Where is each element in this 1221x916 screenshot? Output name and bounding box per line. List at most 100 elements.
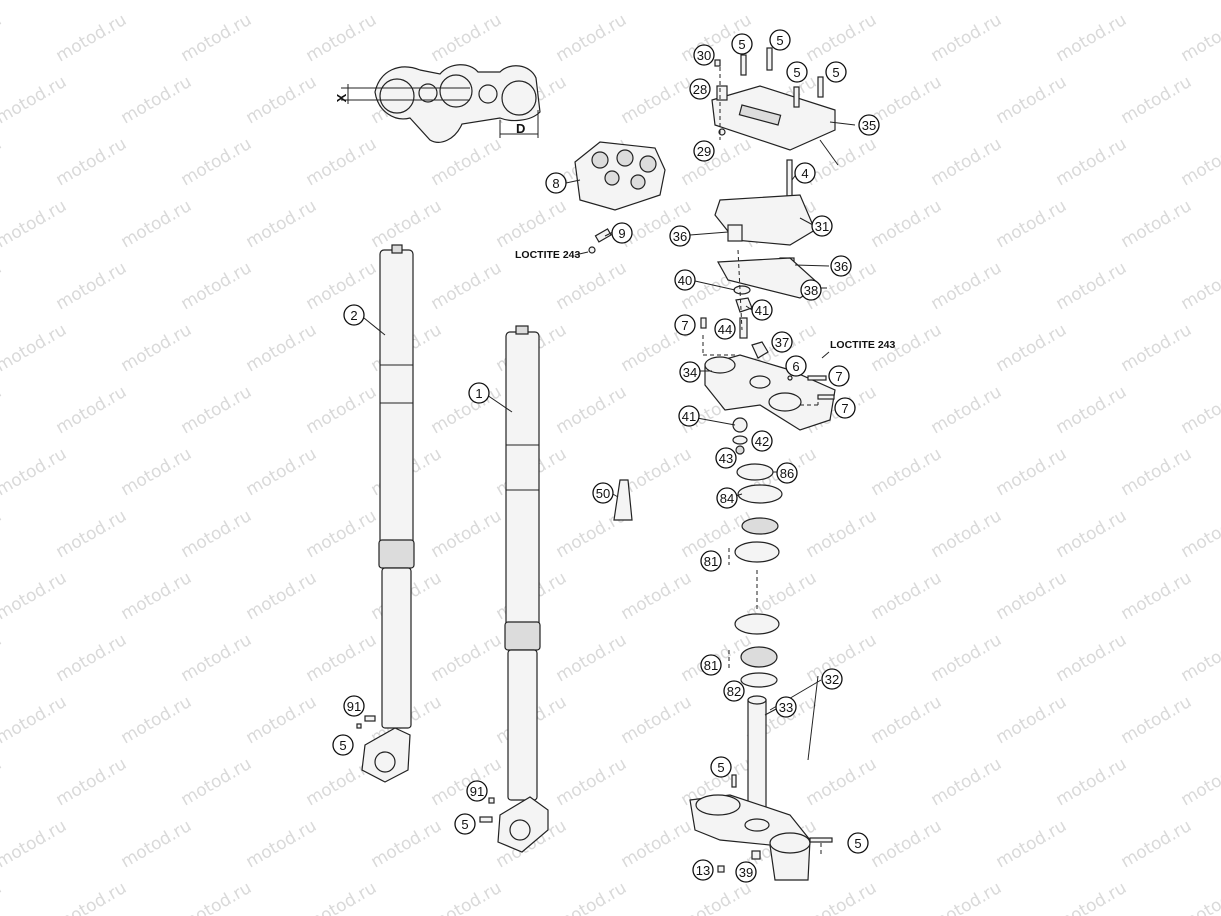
watermark-text: motod.ru <box>1053 134 1131 190</box>
watermark-text: motod.ru <box>1053 630 1131 686</box>
callout-circle <box>674 269 696 291</box>
watermark-text: motod.ru <box>993 0 1071 4</box>
callout-circle <box>674 314 696 336</box>
callout-7c: 7 <box>834 397 856 419</box>
callout-circle <box>714 318 736 340</box>
watermark-text: motod.ru <box>243 816 321 872</box>
watermark-text: motod.ru <box>1118 568 1196 624</box>
watermark-text: motod.ru <box>553 754 631 810</box>
watermark-text: motod.ru <box>243 196 321 252</box>
watermark-text: motod.ru <box>118 692 196 748</box>
lower-triple-clamp <box>689 695 811 881</box>
callout-number: 50 <box>596 486 610 501</box>
callout-43: 43 <box>715 447 737 469</box>
callout-circle <box>811 215 833 237</box>
callout-number: 2 <box>350 308 357 323</box>
callout-5h: 5 <box>454 813 476 835</box>
watermark-text: motod.ru <box>803 506 881 562</box>
callout-number: 41 <box>755 303 769 318</box>
watermark-text: motod.ru <box>0 754 5 810</box>
callout-42: 42 <box>751 430 773 452</box>
callout-circle <box>723 680 745 702</box>
watermark-text: motod.ru <box>1118 196 1196 252</box>
fork-tube-right <box>497 325 549 853</box>
loctite-label-right: LOCTITE 243 <box>830 339 896 351</box>
watermark-text: motod.ru <box>928 134 1006 190</box>
callout-5g: 5 <box>332 734 354 756</box>
callout-28: 28 <box>689 78 711 100</box>
callout-circle <box>825 61 847 83</box>
watermark-text: motod.ru <box>868 72 946 128</box>
watermark-text: motod.ru <box>993 320 1071 376</box>
watermark-text: motod.ru <box>553 630 631 686</box>
callout-number: 33 <box>779 700 793 715</box>
watermark-text: motod.ru <box>243 0 321 4</box>
watermark-text: motod.ru <box>553 10 631 66</box>
watermark-text: motod.ru <box>118 320 196 376</box>
callout-13: 13 <box>692 859 714 881</box>
watermark-text: motod.ru <box>1118 444 1196 500</box>
dimension-d-label: D <box>516 121 525 136</box>
callout-number: 5 <box>717 760 724 775</box>
watermark-text: motod.ru <box>178 878 256 916</box>
watermark-text: motod.ru <box>0 630 5 686</box>
callout-91a: 91 <box>343 695 365 717</box>
callout-circle <box>830 255 852 277</box>
watermark-text: motod.ru <box>303 506 381 562</box>
callout-circle <box>693 140 715 162</box>
watermark-text: motod.ru <box>0 134 5 190</box>
callout-circle <box>343 304 365 326</box>
callout-number: 7 <box>681 318 688 333</box>
callout-38: 38 <box>800 279 822 301</box>
watermark-text: motod.ru <box>0 0 70 4</box>
watermark-text: motod.ru <box>118 444 196 500</box>
watermark-text: motod.ru <box>0 568 70 624</box>
callout-number: 29 <box>697 144 711 159</box>
watermark-text: motod.ru <box>1178 382 1221 438</box>
callout-number: 30 <box>697 48 711 63</box>
callout-36b: 36 <box>830 255 852 277</box>
watermark-text: motod.ru <box>928 754 1006 810</box>
callout-8: 8 <box>545 172 567 194</box>
pin-part <box>588 228 612 254</box>
callout-circle <box>800 279 822 301</box>
watermark-text: motod.ru <box>53 630 131 686</box>
watermark-text: motod.ru <box>1053 754 1131 810</box>
loctite-label-left: LOCTITE 243 <box>515 249 581 261</box>
watermark-text: motod.ru <box>493 0 571 4</box>
callout-circle <box>592 482 614 504</box>
callout-91b: 91 <box>466 780 488 802</box>
callout-circle <box>751 299 773 321</box>
callout-circle <box>466 780 488 802</box>
watermark-text: motod.ru <box>243 692 321 748</box>
callout-6: 6 <box>785 355 807 377</box>
watermark-text: motod.ru <box>1178 506 1221 562</box>
watermark-text: motod.ru <box>1178 258 1221 314</box>
callout-circle <box>775 696 797 718</box>
callout-2: 2 <box>343 304 365 326</box>
watermark-text: motod.ru <box>178 258 256 314</box>
watermark-text: motod.ru <box>0 382 5 438</box>
callout-circle <box>771 331 793 353</box>
callout-circle <box>693 44 715 66</box>
callout-number: 42 <box>755 434 769 449</box>
watermark-text: motod.ru <box>118 816 196 872</box>
watermark-text: motod.ru <box>1118 0 1196 4</box>
callout-circle <box>679 361 701 383</box>
watermark-text: motod.ru <box>303 630 381 686</box>
watermark-text: motod.ru <box>53 10 131 66</box>
callout-30: 30 <box>693 44 715 66</box>
watermark-text: motod.ru <box>618 692 696 748</box>
watermark-text: motod.ru <box>118 196 196 252</box>
watermark-text: motod.ru <box>1118 72 1196 128</box>
callout-circle <box>611 222 633 244</box>
callout-circle <box>710 756 732 778</box>
watermark-text: motod.ru <box>0 10 5 66</box>
watermark-text: motod.ru <box>0 72 70 128</box>
watermark-text: motod.ru <box>1118 320 1196 376</box>
callout-number: 5 <box>832 65 839 80</box>
watermark-text: motod.ru <box>1053 10 1131 66</box>
